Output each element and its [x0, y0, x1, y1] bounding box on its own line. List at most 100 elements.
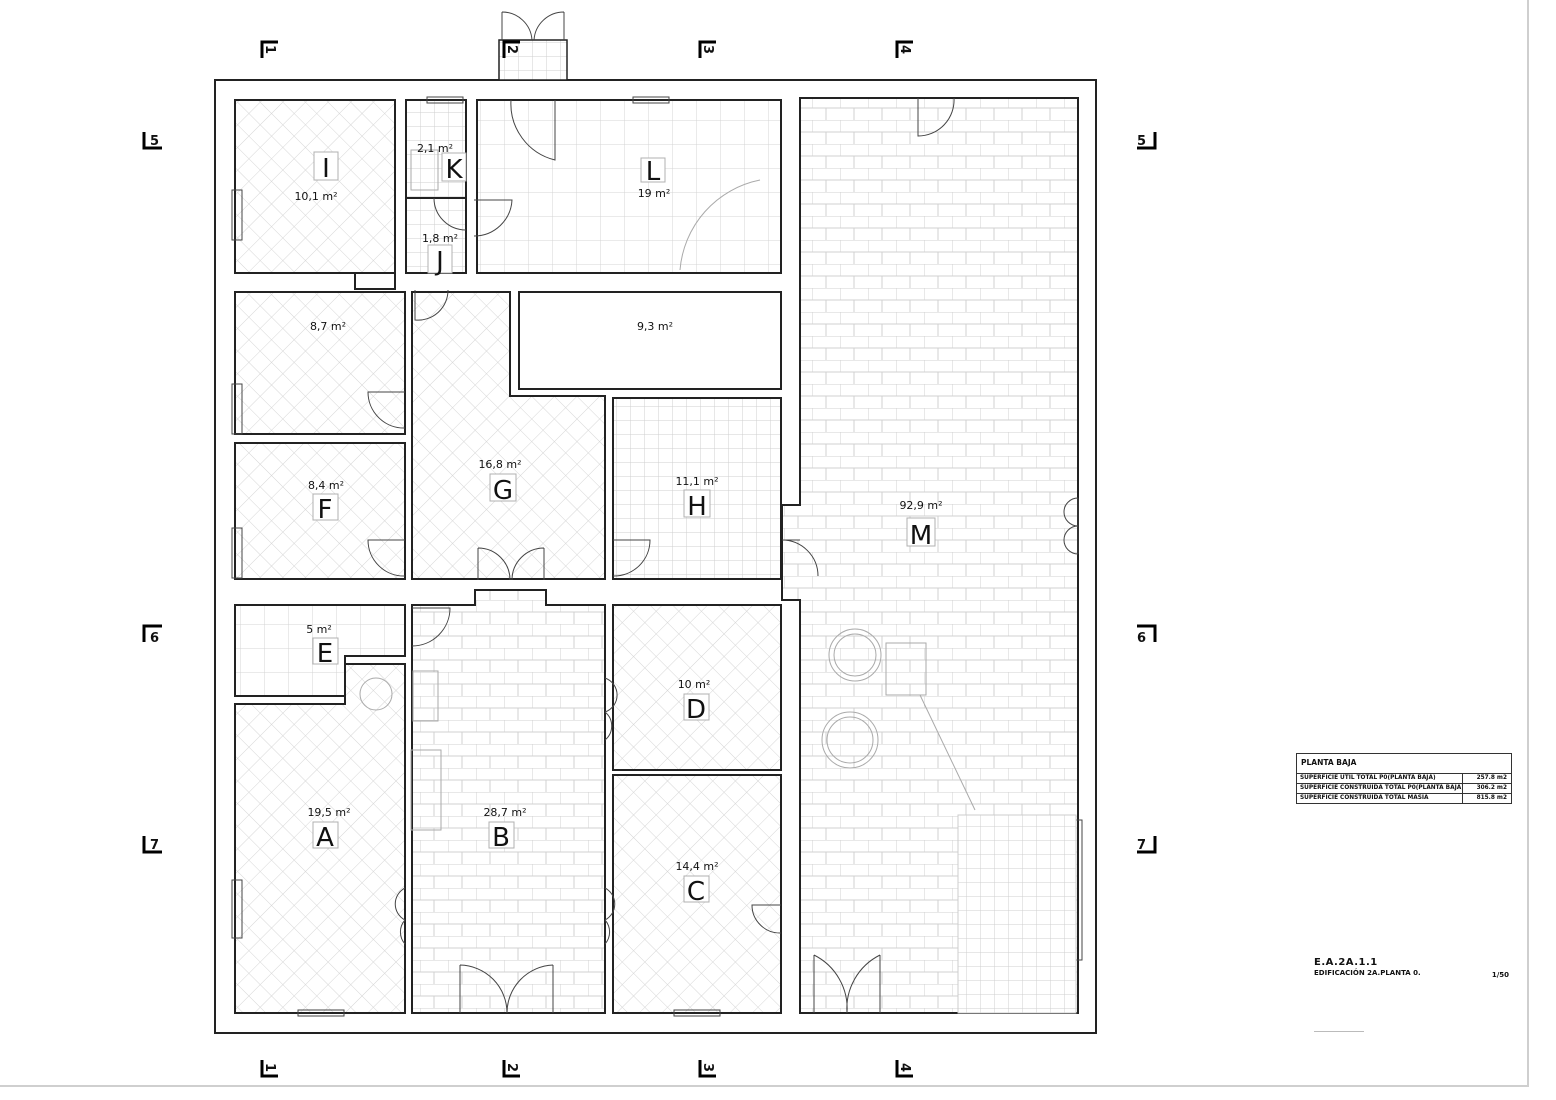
room-C-east-door[interactable] — [751, 904, 782, 934]
windows — [231, 96, 1083, 1017]
tank-upper — [828, 628, 882, 682]
room-I-floor — [234, 99, 396, 274]
room-G-letter: G — [493, 476, 513, 506]
sink — [412, 670, 439, 722]
room-M-south-double-door[interactable] — [813, 954, 881, 1014]
room-A-letter: A — [316, 823, 334, 853]
surface-row-value: 815.8 m2 — [1476, 795, 1507, 801]
surface-table-row: SUPERFICIE UTIL TOTAL P0(PLANTA BAJA) 25… — [1297, 774, 1511, 784]
room-K-letter: K — [445, 155, 463, 185]
room-L-area: 19 m² — [638, 187, 671, 200]
section-label-bottom-4: 4 — [897, 1063, 912, 1072]
section-label-top-4: 4 — [897, 45, 912, 54]
page-border-right — [1527, 0, 1529, 1086]
section-label-right-6: 6 — [1137, 631, 1146, 646]
surface-row-label: SUPERFICIE CONSTRUIDA TOTAL P0(PLANTA BA… — [1297, 784, 1463, 793]
room-H-area: 11,1 m² — [675, 475, 718, 488]
room-E-letter: E — [317, 639, 333, 669]
room-K-area: 2,1 m² — [417, 142, 453, 155]
section-mark-right-5: 5 — [1137, 132, 1157, 150]
room-storage-area: 9,3 m² — [637, 320, 673, 333]
room-D-letter: D — [686, 695, 706, 725]
room-G-double-door[interactable] — [477, 547, 545, 581]
room-A-door[interactable] — [394, 887, 406, 945]
room-label-L: L19 m² — [638, 157, 671, 200]
round-fixture — [359, 677, 393, 711]
room-J-area: 1,8 m² — [422, 232, 458, 245]
surface-table-title: PLANTA BAJA — [1297, 754, 1511, 774]
room-L-door[interactable] — [510, 99, 556, 161]
room-C-area: 14,4 m² — [675, 860, 718, 873]
room-label-E: 5 m² E — [306, 623, 339, 669]
surface-row-value: 306.2 m2 — [1476, 785, 1507, 791]
drawing-scale: 1/50 — [1491, 971, 1509, 979]
room-label-M: 92,9 m²M — [899, 499, 942, 551]
north-double-door[interactable] — [501, 11, 565, 41]
room-storage-floor — [518, 291, 782, 390]
room-G-area: 16,8 m² — [478, 458, 521, 471]
room-D-area: 10 m² — [678, 678, 711, 691]
section-label-bottom-3: 3 — [700, 1063, 715, 1072]
room-label-C: 14,4 m²C — [675, 860, 718, 907]
section-label-right-7: 7 — [1137, 838, 1146, 853]
surface-row-label: SUPERFICIE UTIL TOTAL P0(PLANTA BAJA) — [1297, 774, 1463, 783]
room-H-door[interactable] — [612, 539, 651, 577]
section-label-bottom-1: 1 — [262, 1063, 277, 1072]
surface-table-row: SUPERFICIE CONSTRUIDA TOTAL P0(PLANTA BA… — [1297, 784, 1511, 794]
room-B-letter: B — [492, 823, 510, 853]
fine-print-line — [1314, 1031, 1364, 1032]
room-C-door[interactable] — [604, 887, 616, 945]
room-label-K: 2,1 m²K — [417, 142, 467, 185]
section-label-left-6: 6 — [150, 631, 159, 646]
section-markers: 1 2 3 4 1 2 3 4 5 6 7 5 6 7 — [142, 40, 1157, 1078]
section-label-left-7: 7 — [150, 838, 159, 853]
room-label-D: 10 m² D — [678, 678, 711, 725]
room-H-floor — [612, 397, 782, 580]
section-mark-bottom-3: 3 — [698, 1060, 716, 1078]
upper-left-room-door[interactable] — [367, 391, 406, 429]
section-label-right-5: 5 — [1137, 134, 1146, 149]
room-G-floor — [411, 291, 606, 580]
page-border-bottom — [0, 1085, 1529, 1087]
curved-feature — [679, 179, 761, 271]
room-M-north-door[interactable] — [917, 97, 955, 137]
surface-table: PLANTA BAJA SUPERFICIE UTIL TOTAL P0(PLA… — [1296, 753, 1512, 804]
room-A-area: 19,5 m² — [307, 806, 350, 819]
room-J-door[interactable] — [433, 197, 467, 231]
surface-row-value: 257.8 m2 — [1476, 775, 1507, 781]
section-mark-bottom-2: 2 — [502, 1060, 520, 1078]
room-B-area: 28,7 m² — [483, 806, 526, 819]
section-label-top-1: 1 — [262, 45, 277, 54]
room-B-south-double-door[interactable] — [459, 964, 554, 1014]
room-G-top-door[interactable] — [414, 289, 449, 321]
room-I-niche — [354, 273, 396, 290]
room-D-door[interactable] — [604, 677, 618, 741]
section-mark-bottom-1: 1 — [260, 1060, 278, 1078]
room-H-letter: H — [687, 492, 707, 522]
surface-table-row: SUPERFICIE CONSTRUIDA TOTAL MASIA 815.8 … — [1297, 794, 1511, 803]
room-F-door[interactable] — [367, 539, 406, 577]
drawing-code: E.A.2A.1.1 — [1314, 957, 1378, 968]
counter — [410, 749, 442, 831]
room-L-side-door[interactable] — [473, 199, 513, 237]
room-label-F: 8,4 m²F — [308, 479, 344, 525]
room-label-G: 16,8 m² G — [478, 458, 521, 506]
section-mark-left-7: 7 — [142, 836, 162, 854]
room-M-east-door[interactable] — [1063, 497, 1079, 555]
section-mark-left-5: 5 — [142, 132, 162, 150]
room-upper-left-area: 8,7 m² — [310, 320, 346, 333]
room-J-letter: J — [434, 247, 444, 277]
section-label-top-3: 3 — [700, 45, 715, 54]
room-label-upper-left: 8,7 m² — [310, 320, 346, 333]
shower-tray — [410, 149, 439, 191]
room-I-letter: I — [322, 154, 330, 184]
room-L-floor — [476, 99, 782, 274]
room-E-area: 5 m² — [306, 623, 332, 636]
room-M-letter: M — [910, 521, 932, 551]
room-B-stair-door[interactable] — [411, 607, 451, 647]
room-M-west-door[interactable] — [781, 539, 819, 577]
room-label-J: 1,8 m² J — [422, 232, 458, 277]
room-label-B: 28,7 m² B — [483, 806, 526, 853]
section-label-left-5: 5 — [150, 134, 159, 149]
